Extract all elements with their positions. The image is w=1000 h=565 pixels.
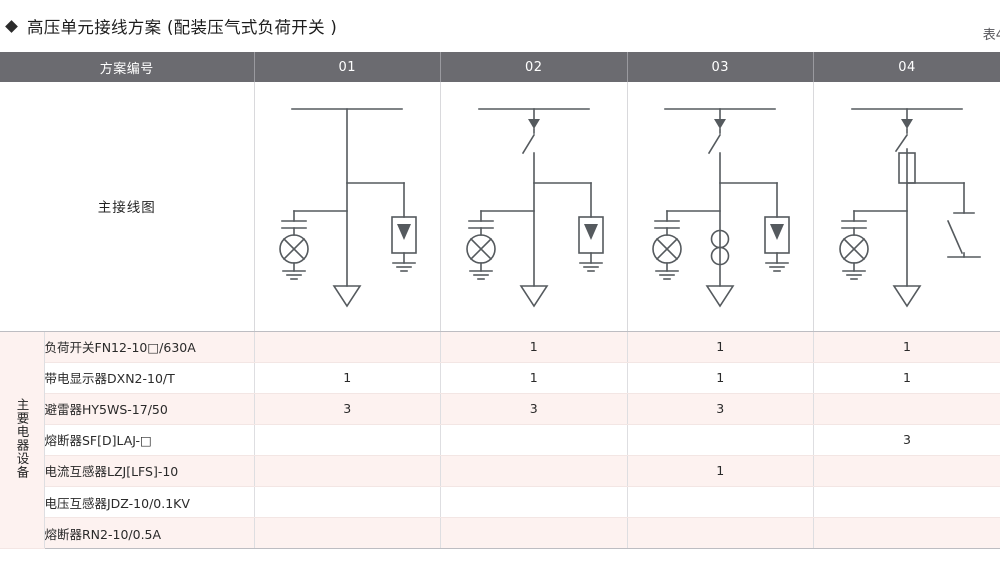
equipment-qty-01: 1	[254, 362, 442, 394]
circuit-diagram-04	[839, 108, 981, 308]
diamond-bullet-icon	[5, 19, 18, 33]
equipment-qty-03	[627, 486, 815, 519]
main-wiring-diagram-label: 主接线图	[97, 200, 156, 217]
equipment-row: 带电显示器DXN2-10/T 1 1 1 1	[0, 362, 1000, 394]
equipment-qty-02: 1	[440, 362, 628, 394]
indicator-x2-04	[842, 238, 866, 261]
equipment-name: 熔断器SF[D]LAJ-□	[44, 424, 255, 456]
equipment-qty-01: 3	[254, 393, 442, 425]
equipment-qty-03	[627, 424, 815, 456]
load-switch-blade-02	[521, 134, 535, 155]
equipment-row: 避雷器HY5WS-17/50 3 3 3	[0, 393, 1000, 425]
equipment-qty-01	[254, 424, 442, 456]
indicator-x2-03	[656, 238, 679, 261]
diagram-cell-02	[440, 82, 628, 332]
equipment-qty-02: 3	[440, 393, 628, 425]
header-column-03: 03	[627, 52, 815, 82]
diagram-cell-04	[813, 82, 1000, 332]
equipment-qty-02	[440, 455, 628, 487]
indicator-x2-02	[469, 238, 492, 261]
equipment-qty-04	[813, 455, 1000, 487]
equipment-qty-01	[254, 455, 442, 487]
circuit-diagram-03	[652, 108, 791, 308]
equipment-name: 避雷器HY5WS-17/50	[44, 393, 255, 425]
equipment-name: 电压互感器JDZ-10/0.1KV	[44, 486, 255, 519]
equipment-section-vertical-label: 主要电器设备	[14, 397, 30, 479]
page-title-bar: 高压单元接线方案 (配装压气式负荷开关 )	[0, 0, 1000, 52]
current-transformer-ring-2-03	[710, 246, 730, 266]
indicator-x2-01	[283, 238, 306, 261]
equipment-qty-03: 1	[627, 455, 815, 487]
header-column-02: 02	[440, 52, 628, 82]
equipment-qty-03: 1	[627, 362, 815, 394]
equipment-qty-02	[440, 517, 628, 550]
load-switch-triangle-02	[527, 119, 540, 130]
equipment-qty-04: 1	[813, 362, 1000, 394]
wiring-scheme-table: 方案编号 01 02 03 04 主接线图	[0, 52, 1000, 550]
page-title: 高压单元接线方案 (配装压气式负荷开关 )	[27, 18, 338, 37]
circuit-diagram-01	[279, 108, 418, 308]
equipment-section-vertical-label-cell: 主要电器设备	[0, 331, 45, 550]
header-column-01: 01	[254, 52, 442, 82]
load-switch-triangle-03	[714, 119, 727, 130]
equipment-qty-04	[813, 393, 1000, 425]
circuit-diagram-02	[465, 108, 604, 308]
equipment-name: 带电显示器DXN2-10/T	[44, 362, 255, 394]
header-column-04: 04	[813, 52, 1000, 82]
equipment-qty-04	[813, 517, 1000, 550]
surge-arrester-triangle-02	[583, 224, 598, 241]
equipment-name: 熔断器RN2-10/0.5A	[44, 517, 255, 550]
equipment-qty-03	[627, 517, 815, 550]
equipment-qty-03: 1	[627, 331, 815, 363]
equipment-qty-04: 1	[813, 331, 1000, 363]
equipment-qty-02: 1	[440, 331, 628, 363]
load-switch-blade-04	[894, 134, 909, 153]
main-wiring-diagram-row: 主接线图	[0, 82, 1000, 332]
diagram-cell-01	[254, 82, 442, 332]
surge-arrester-triangle-03	[770, 224, 785, 241]
equipment-qty-03: 3	[627, 393, 815, 425]
equipment-name: 负荷开关FN12-10□/630A	[44, 331, 255, 363]
earthing-switch-blade-04	[946, 220, 964, 255]
surge-arrester-triangle-01	[397, 224, 412, 241]
equipment-row: 主要电器设备 负荷开关FN12-10□/630A 1 1 1	[0, 331, 1000, 550]
equipment-row: 电压互感器JDZ-10/0.1KV	[0, 486, 1000, 519]
equipment-qty-02	[440, 424, 628, 456]
equipment-qty-01	[254, 331, 442, 363]
outgoing-cable-arrow-04	[892, 285, 922, 308]
equipment-qty-01	[254, 517, 442, 550]
outgoing-cable-arrow-01	[332, 285, 362, 308]
equipment-row: 电流互感器LZJ[LFS]-10 1	[0, 455, 1000, 487]
header-scheme-number: 方案编号	[0, 52, 255, 82]
load-switch-blade-03	[708, 134, 722, 155]
equipment-row: 熔断器RN2-10/0.5A	[0, 517, 1000, 550]
equipment-qty-02	[440, 486, 628, 519]
equipment-qty-04	[813, 486, 1000, 519]
equipment-qty-01	[254, 486, 442, 519]
equipment-row: 熔断器SF[D]LAJ-□ 3	[0, 424, 1000, 456]
main-wiring-diagram-label-cell: 主接线图	[0, 82, 255, 332]
outgoing-cable-arrow-02	[519, 285, 549, 308]
load-switch-triangle-04	[901, 119, 914, 130]
outgoing-cable-arrow-03	[705, 285, 735, 308]
table-number-label: 表4	[982, 28, 1000, 43]
table-header-row: 方案编号 01 02 03 04	[0, 52, 1000, 82]
equipment-name: 电流互感器LZJ[LFS]-10	[44, 455, 255, 487]
equipment-qty-04: 3	[813, 424, 1000, 456]
diagram-cell-03	[627, 82, 815, 332]
